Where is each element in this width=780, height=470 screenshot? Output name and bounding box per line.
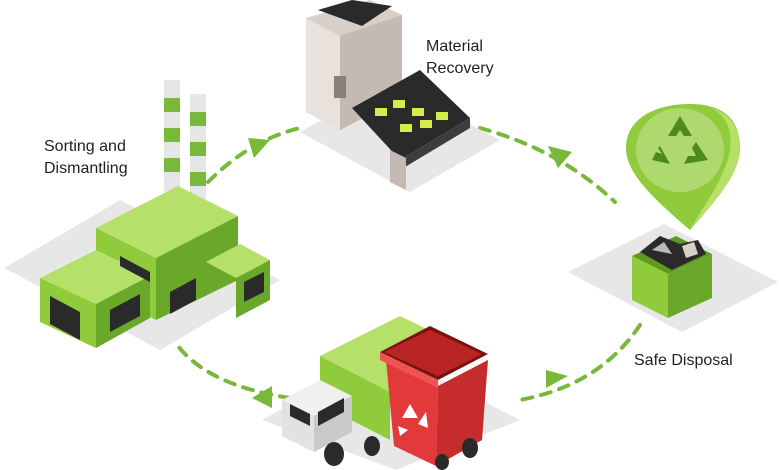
arrow-to-truck: [518, 323, 642, 402]
safe-disposal-bin: [568, 104, 778, 332]
arrow-icon: [248, 138, 572, 408]
location-pin-icon: [626, 104, 740, 230]
garbage-truck: [262, 316, 520, 470]
label-safe-disposal: Safe Disposal: [634, 352, 733, 369]
arrow-to-safe-disposal: [478, 126, 617, 204]
label-material-recovery: Material Recovery: [426, 38, 494, 77]
sorting-factory: [4, 80, 280, 350]
material-recovery-machine: [300, 0, 500, 192]
label-sorting-dismantling: Sorting and Dismantling: [44, 138, 130, 177]
recycle-icon: [398, 404, 428, 436]
arrow-to-sorting: [173, 340, 292, 400]
recycle-icon: [652, 116, 708, 164]
